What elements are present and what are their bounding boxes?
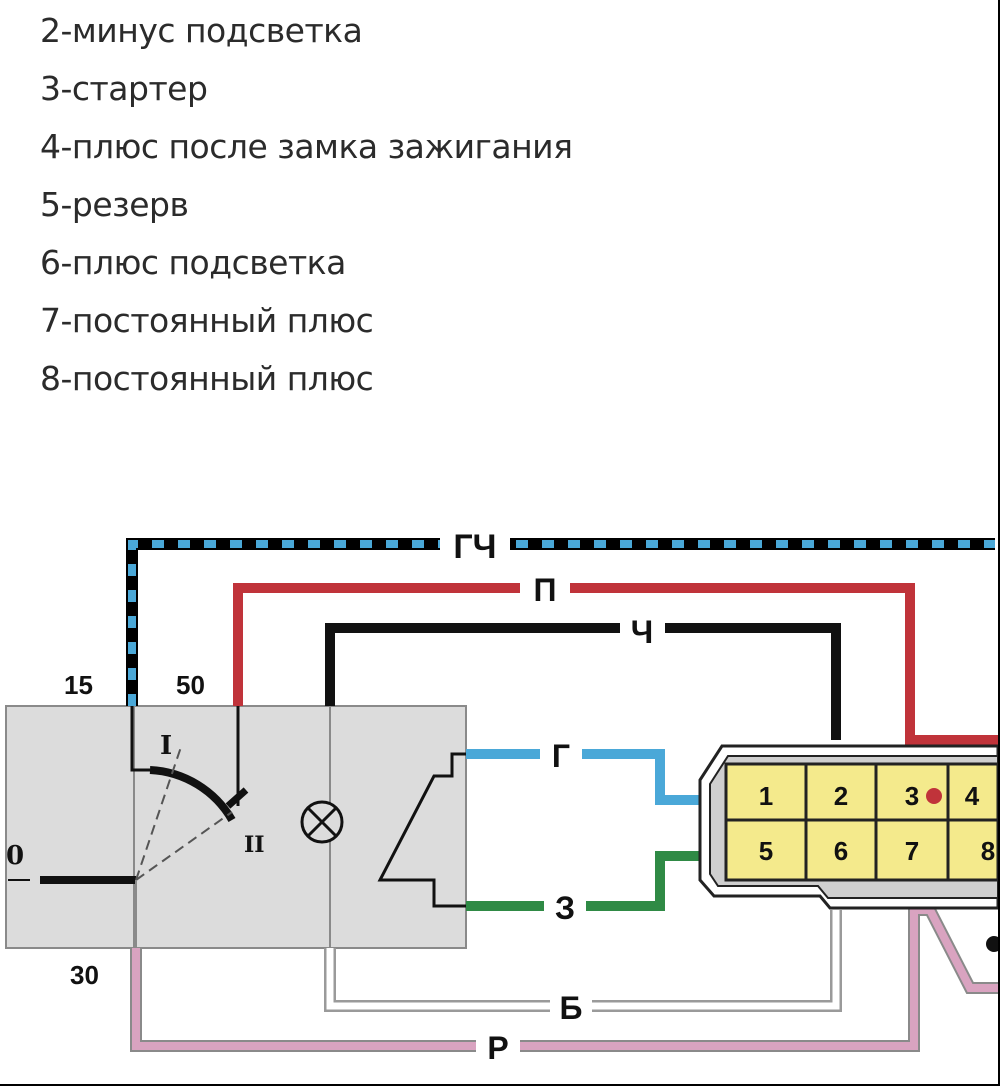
- wire-p-label: П: [534, 572, 557, 608]
- wire-g: [466, 749, 700, 805]
- switch-contact-gz: [377, 752, 466, 908]
- switch-position-2: II: [244, 832, 265, 858]
- pin-4-label: 4: [965, 781, 980, 811]
- connector-pin-3-contact: [926, 788, 942, 804]
- pin-2-label: 2: [834, 781, 848, 811]
- wire-g-label-bg: [540, 736, 582, 772]
- legend-item-5: 5-резерв: [40, 185, 189, 224]
- pin-1-label: 1: [759, 781, 773, 811]
- pin-6-label: 6: [834, 836, 848, 866]
- ignition-switch-body: [5, 705, 467, 949]
- legend-item-8: 8-постоянный плюс: [40, 359, 374, 398]
- wire-b-label-bg: [550, 988, 592, 1024]
- terminal-30-label: 30: [70, 960, 99, 990]
- connector-side-terminal: [986, 936, 998, 952]
- wire-gch-label: ГЧ: [453, 528, 496, 566]
- pin-8-label: 8: [981, 836, 995, 866]
- legend-item-4: 4-плюс после замка зажигания: [40, 127, 573, 166]
- wire-z-label: З: [555, 890, 575, 926]
- wire-r-label-bg: [476, 1028, 520, 1064]
- wire-r: [130, 904, 998, 1052]
- wire-b-label: Б: [560, 990, 583, 1026]
- switch-position-1: I: [160, 731, 172, 761]
- pin-5-label: 5: [759, 836, 773, 866]
- terminal-15-label: 15: [64, 670, 93, 700]
- legend-item-2: 2-минус подсветка: [40, 11, 363, 50]
- wire-g-label: Г: [552, 738, 570, 774]
- wire-p-label-bg: [520, 570, 570, 606]
- pin-7-label: 7: [905, 836, 919, 866]
- legend-item-6: 6-плюс подсветка: [40, 243, 346, 282]
- terminal-50-label: 50: [176, 670, 205, 700]
- wire-ch: [325, 623, 841, 740]
- switch-position-0: 0: [6, 841, 24, 871]
- pin-3-label: 3: [905, 781, 919, 811]
- switch-mechanism: [8, 706, 249, 948]
- wire-gch-label-bg: [440, 526, 510, 562]
- connector-block: [698, 744, 998, 910]
- wire-ch-label-bg: [620, 612, 665, 646]
- wire-gch: [126, 538, 995, 706]
- wire-z-label-bg: [544, 888, 586, 924]
- wire-ch-label: Ч: [631, 614, 653, 650]
- wire-r-label: Р: [487, 1030, 508, 1066]
- legend-item-7: 7-постоянный плюс: [40, 301, 374, 340]
- lamp-icon: [300, 800, 344, 844]
- pinout-legend: 2-минус подсветка 3-стартер 4-плюс после…: [40, 8, 573, 414]
- legend-item-3: 3-стартер: [40, 69, 208, 108]
